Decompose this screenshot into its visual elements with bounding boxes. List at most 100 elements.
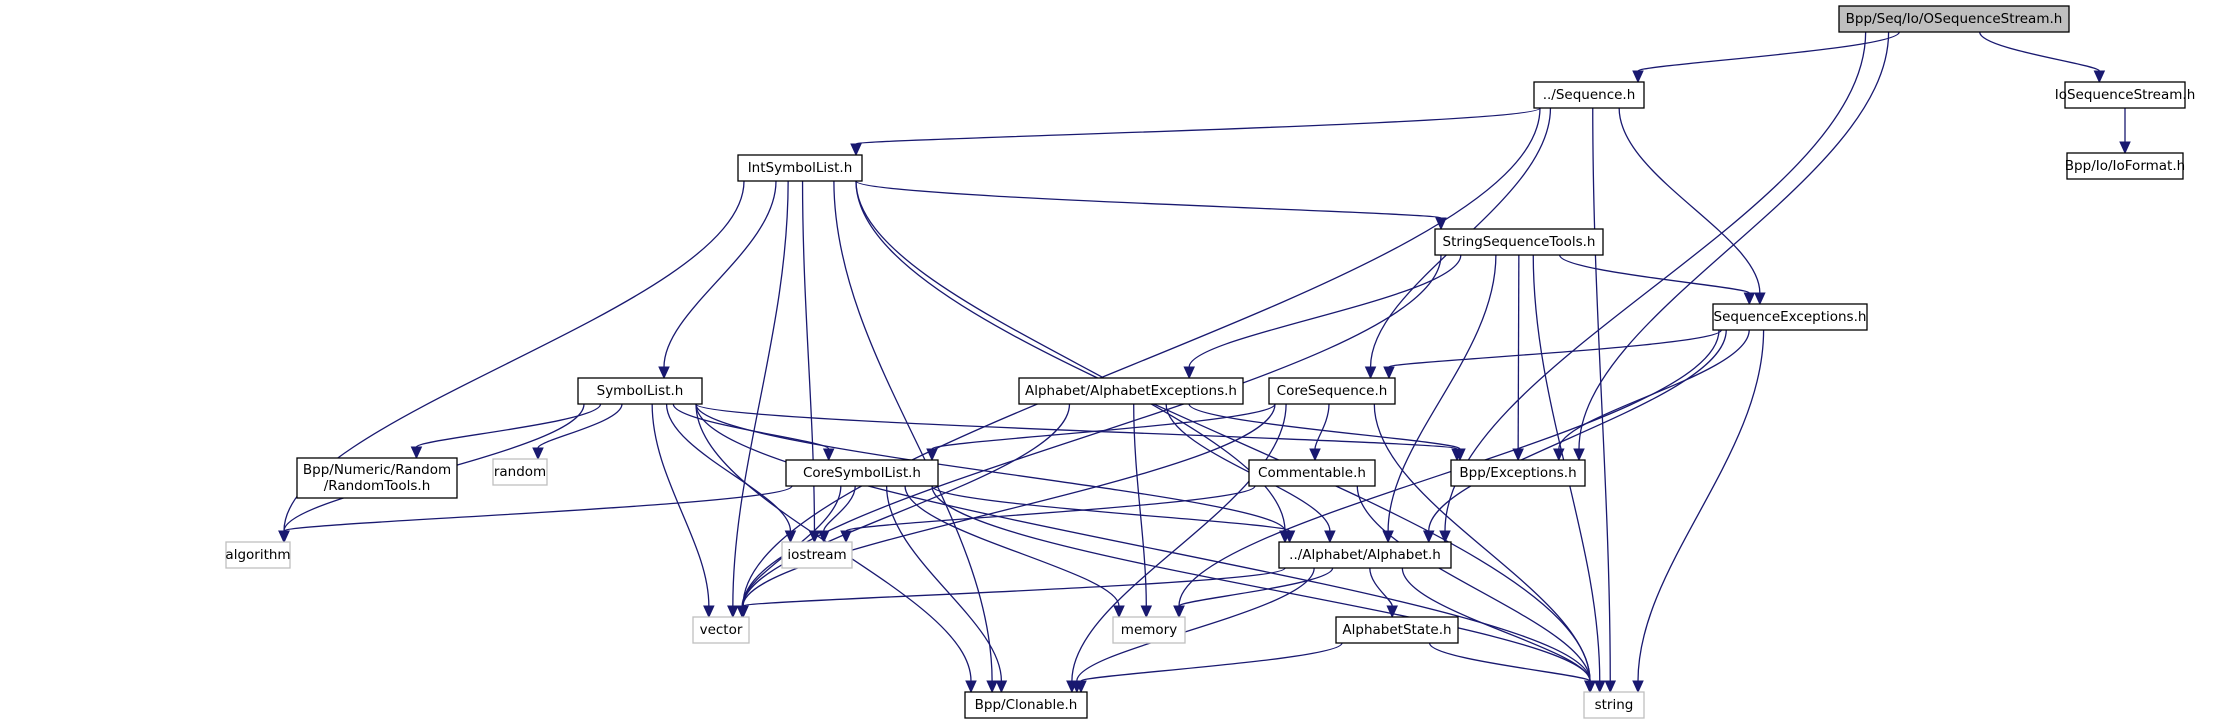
edge-line — [1133, 403, 1147, 607]
node-box — [1583, 691, 1645, 719]
node-label: vector — [700, 622, 743, 638]
node-label: SequenceExceptions.h — [1714, 309, 1867, 325]
node-stringsequencetools[interactable]: StringSequenceTools.h — [1434, 228, 1604, 256]
edge-alphabetstate-to-string — [1428, 642, 1596, 694]
node-label: ../Alphabet/Alphabet.h — [1289, 547, 1441, 563]
node-sequenceexceptions[interactable]: SequenceExceptions.h — [1712, 303, 1868, 331]
edge-line — [415, 403, 602, 448]
arrowhead-icon — [703, 605, 715, 619]
edge-symbollist-to-randomtools — [410, 403, 602, 460]
node-alphabetexceptions[interactable]: Alphabet/AlphabetExceptions.h — [1018, 377, 1244, 405]
node-intsymbollist[interactable]: IntSymbolList.h — [737, 154, 863, 182]
node-label: IntSymbolList.h — [748, 160, 853, 176]
node-label: SymbolList.h — [597, 383, 684, 399]
edge-line — [742, 403, 1071, 607]
edge-coresequence-to-commentable — [1309, 403, 1330, 462]
arrowhead-icon — [1454, 448, 1466, 462]
edge-line — [845, 485, 1256, 532]
arrowhead-icon — [1512, 448, 1524, 462]
arrowhead-icon — [926, 448, 938, 462]
node-commentable[interactable]: Commentable.h — [1248, 459, 1376, 487]
arrowhead-icon — [1075, 680, 1087, 694]
edge-stringsequencetools-to-exceptions — [1512, 254, 1524, 462]
edge-commentable-to-string — [1356, 485, 1596, 694]
edge-line — [1188, 403, 1461, 450]
arrowhead-icon — [840, 530, 852, 544]
edges-layer — [278, 31, 2131, 694]
arrowhead-icon — [1113, 605, 1125, 619]
edge-commentable-to-iostream — [840, 485, 1256, 544]
node-coresymbollist[interactable]: CoreSymbolList.h — [785, 459, 939, 487]
node-symbollist[interactable]: SymbolList.h — [577, 377, 703, 405]
edge-alphabetexceptions-to-exceptions — [1188, 403, 1466, 462]
node-sequence[interactable]: ../Sequence.h — [1533, 81, 1645, 109]
edge-intsymbollist-to-iostream — [801, 180, 821, 544]
arrowhead-icon — [1553, 448, 1565, 462]
node-box — [1268, 377, 1396, 405]
node-coresequence[interactable]: CoreSequence.h — [1268, 377, 1396, 405]
arrowhead-icon — [1422, 530, 1435, 544]
node-label: CoreSymbolList.h — [803, 465, 921, 481]
arrowhead-icon — [410, 446, 423, 460]
edge-coresymbollist-to-memory — [904, 485, 1125, 619]
arrowhead-icon — [995, 680, 1008, 694]
edge-line — [1076, 567, 1315, 682]
edge-symbollist-to-vector — [651, 403, 715, 619]
node-label: string — [1595, 697, 1634, 713]
edge-line — [1401, 567, 1591, 682]
edge-line — [1080, 642, 1343, 682]
node-iosequencestream[interactable]: IoSequenceStream.h — [2055, 81, 2196, 109]
edge-line — [1165, 403, 1331, 532]
arrowhead-icon — [1584, 680, 1596, 694]
node-string: string — [1583, 691, 1645, 719]
node-label: algorithm — [225, 547, 290, 563]
node-label: memory — [1121, 622, 1177, 638]
edge-root-to-sequence — [1632, 31, 1900, 84]
edge-line — [1517, 254, 1520, 450]
edge-line — [855, 180, 1591, 682]
node-label: Bpp/Clonable.h — [975, 697, 1078, 713]
edge-coresymbollist-to-iostream — [817, 485, 856, 544]
edge-alphabet-to-memory — [1173, 567, 1334, 619]
edge-coresymbollist-to-alphabet — [931, 485, 1296, 544]
arrowhead-icon — [1754, 292, 1766, 306]
arrowhead-icon — [1743, 292, 1756, 306]
node-alphabet[interactable]: ../Alphabet/Alphabet.h — [1278, 541, 1452, 569]
node-ioformat[interactable]: Bpp/Io/IoFormat.h — [2065, 152, 2185, 180]
edge-line — [663, 180, 777, 368]
node-alphabetstate[interactable]: AlphabetState.h — [1335, 616, 1459, 644]
node-label: IoSequenceStream.h — [2055, 87, 2196, 103]
arrowhead-icon — [965, 680, 977, 694]
node-box — [296, 457, 458, 499]
arrowhead-icon — [278, 530, 290, 544]
edge-sequence-to-sequenceexceptions — [1618, 107, 1766, 306]
node-root[interactable]: Bpp/Seq/Io/OSequenceStream.h — [1838, 5, 2070, 33]
node-label: Bpp/Numeric/Random — [303, 462, 451, 478]
edge-alphabetexceptions-to-alphabet — [1165, 403, 1336, 544]
node-label: Bpp/Seq/Io/OSequenceStream.h — [1846, 11, 2063, 27]
edge-alphabetexceptions-to-vector — [737, 403, 1071, 619]
edge-line — [823, 485, 856, 532]
edge-line — [742, 567, 1286, 607]
arrowhead-icon — [1183, 366, 1195, 380]
node-label: ../Sequence.h — [1543, 87, 1636, 103]
edge-line — [1618, 107, 1761, 294]
edge-intsymbollist-to-stringsequencetools — [855, 180, 1447, 231]
arrowhead-icon — [1604, 680, 1617, 694]
edge-line — [695, 403, 1286, 532]
edge-intsymbollist-to-symbollist — [658, 180, 777, 380]
node-randomtools[interactable]: Bpp/Numeric/Random/RandomTools.h — [296, 457, 458, 499]
edge-sequenceexceptions-to-alphabet — [1422, 329, 1727, 544]
edge-line — [931, 485, 1291, 532]
node-box — [1248, 459, 1376, 487]
node-label: AlphabetState.h — [1342, 622, 1451, 638]
node-clonable[interactable]: Bpp/Clonable.h — [964, 691, 1088, 719]
node-box — [1838, 5, 2070, 33]
node-exceptions[interactable]: Bpp/Exceptions.h — [1450, 459, 1586, 487]
arrowhead-icon — [658, 366, 670, 380]
edge-sequence-to-intsymbollist — [850, 107, 1541, 157]
arrowhead-icon — [1364, 366, 1377, 380]
edge-line — [1178, 329, 1720, 607]
node-label: random — [494, 464, 546, 480]
edge-line — [833, 180, 993, 682]
